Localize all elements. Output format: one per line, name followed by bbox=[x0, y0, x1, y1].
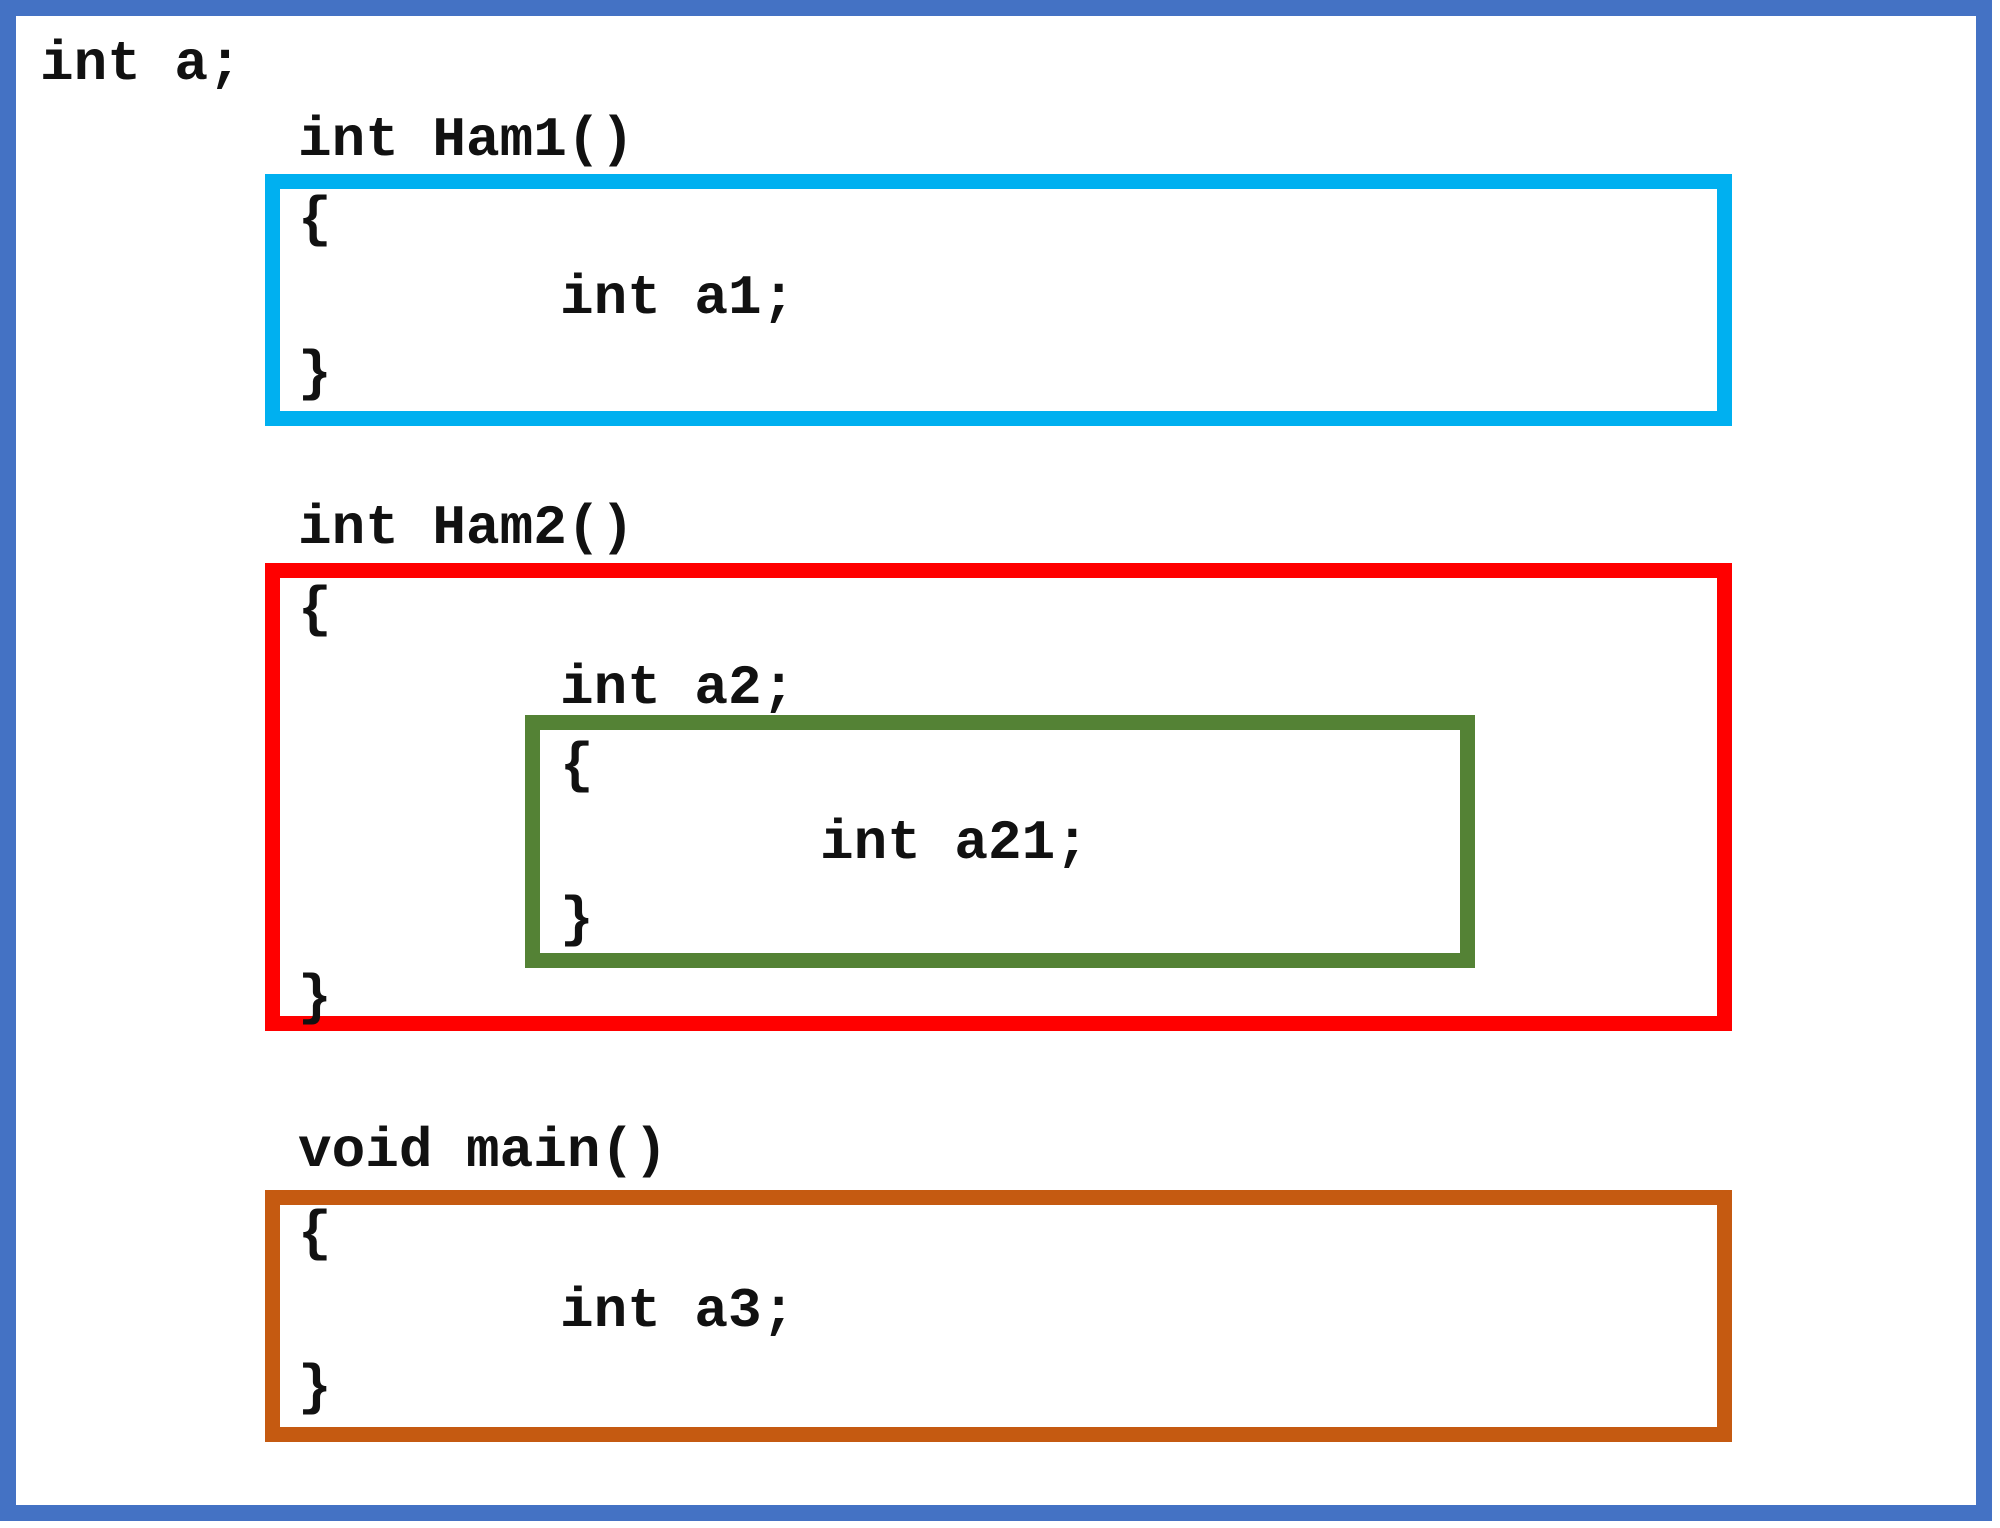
ham2-close-brace: } bbox=[298, 966, 332, 1030]
ham1-close-brace: } bbox=[298, 342, 332, 406]
ham1-scope-box bbox=[265, 174, 1732, 426]
main-open-brace: { bbox=[298, 1202, 332, 1266]
ham1-open-brace: { bbox=[298, 188, 332, 252]
inner-block-close-brace: } bbox=[560, 888, 594, 952]
ham1-declaration: int a1; bbox=[560, 266, 796, 330]
ham1-signature: int Ham1() bbox=[298, 108, 635, 172]
inner-block-open-brace: { bbox=[560, 734, 594, 798]
global-declaration: int a; bbox=[40, 32, 242, 96]
ham2-scope-box bbox=[265, 563, 1732, 1031]
main-scope-box bbox=[265, 1190, 1732, 1442]
main-signature: void main() bbox=[298, 1119, 668, 1183]
main-declaration: int a3; bbox=[560, 1279, 796, 1343]
inner-block-declaration: int a21; bbox=[820, 811, 1089, 875]
main-close-brace: } bbox=[298, 1356, 332, 1420]
ham2-open-brace: { bbox=[298, 578, 332, 642]
inner-block-scope-box bbox=[525, 715, 1475, 968]
ham2-signature: int Ham2() bbox=[298, 496, 635, 560]
ham2-declaration: int a2; bbox=[560, 656, 796, 720]
